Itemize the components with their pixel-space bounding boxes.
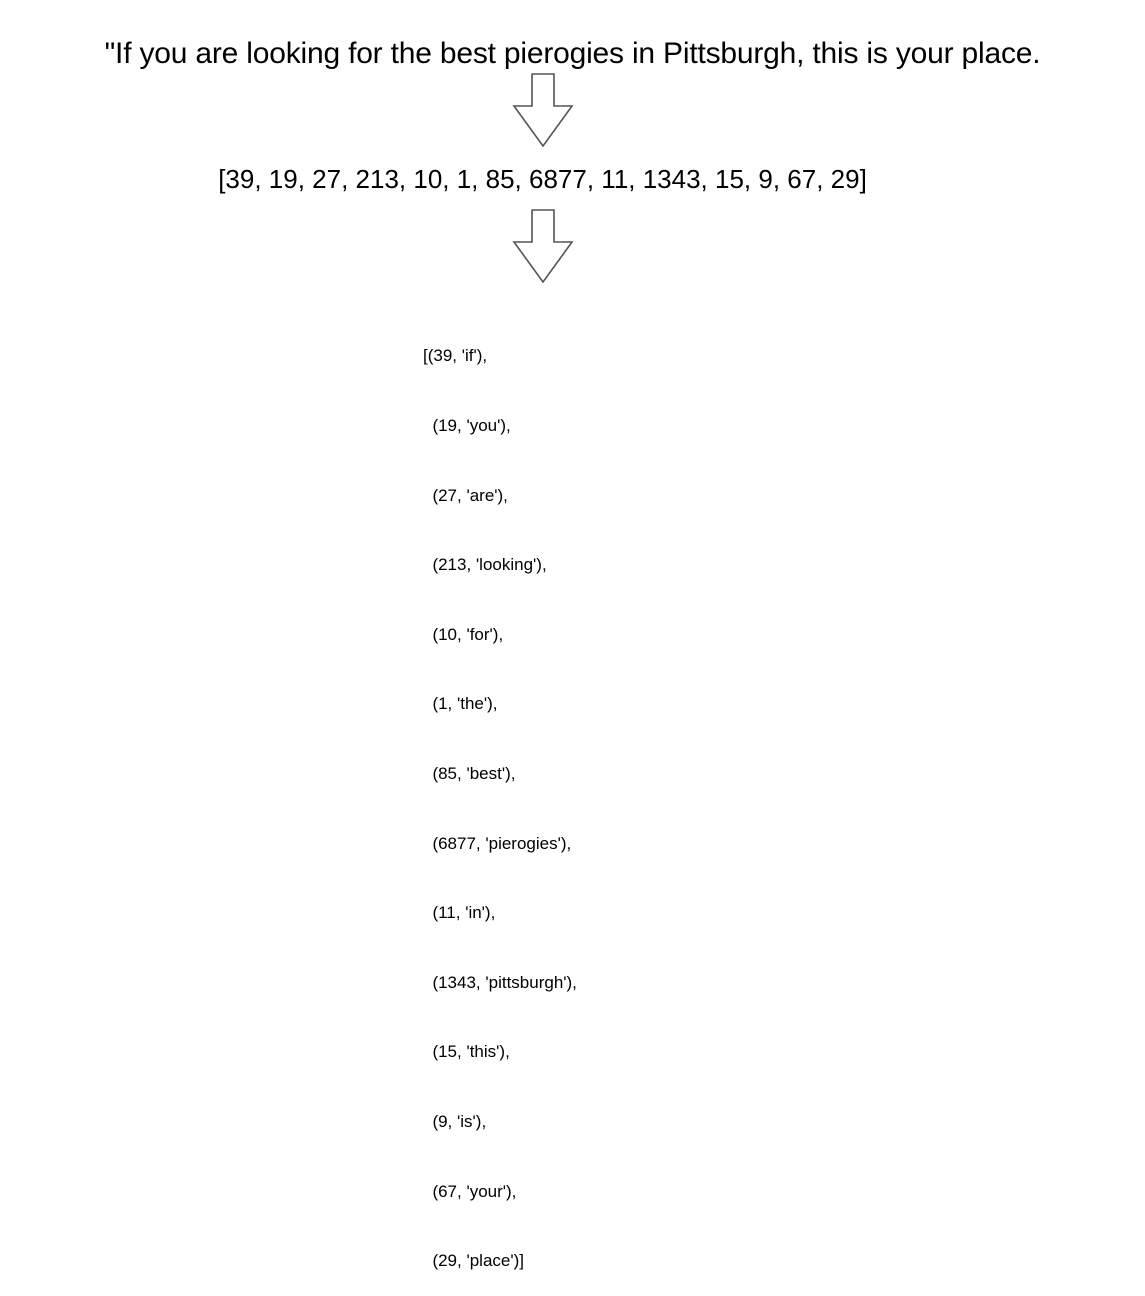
pair-line: (213, 'looking'), [423, 555, 547, 575]
pair-line: (10, 'for'), [423, 624, 504, 644]
pair-line: (27, 'are'), [423, 485, 508, 505]
pair-line: [(39, 'if'), [423, 346, 488, 366]
input-sentence: "If you are looking for the best pierogi… [104, 37, 1041, 70]
id-token-pair-list: [(39, 'if'), (19, 'you'), (27, 'are'), (… [423, 298, 577, 1296]
pair-line: (9, 'is'), [423, 1111, 487, 1131]
pair-line: (19, 'you'), [423, 416, 511, 435]
down-arrow-icon [511, 73, 575, 153]
pair-line: (67, 'your'), [423, 1181, 517, 1201]
down-arrow-icon [511, 209, 575, 289]
pair-line: (29, 'place')] [423, 1251, 524, 1271]
pair-line: (1, 'the'), [423, 694, 498, 714]
pair-line: (11, 'in'), [423, 903, 496, 923]
pair-line: (1343, 'pittsburgh'), [423, 972, 577, 992]
pair-line: (15, 'this'), [423, 1042, 510, 1062]
down-arrow-icon-shape [512, 209, 574, 284]
pair-line: (6877, 'pierogies'), [423, 833, 572, 853]
down-arrow-icon-shape [512, 73, 574, 148]
pair-line: (85, 'best'), [423, 763, 516, 783]
token-id-list: [39, 19, 27, 213, 10, 1, 85, 6877, 11, 1… [218, 164, 867, 194]
